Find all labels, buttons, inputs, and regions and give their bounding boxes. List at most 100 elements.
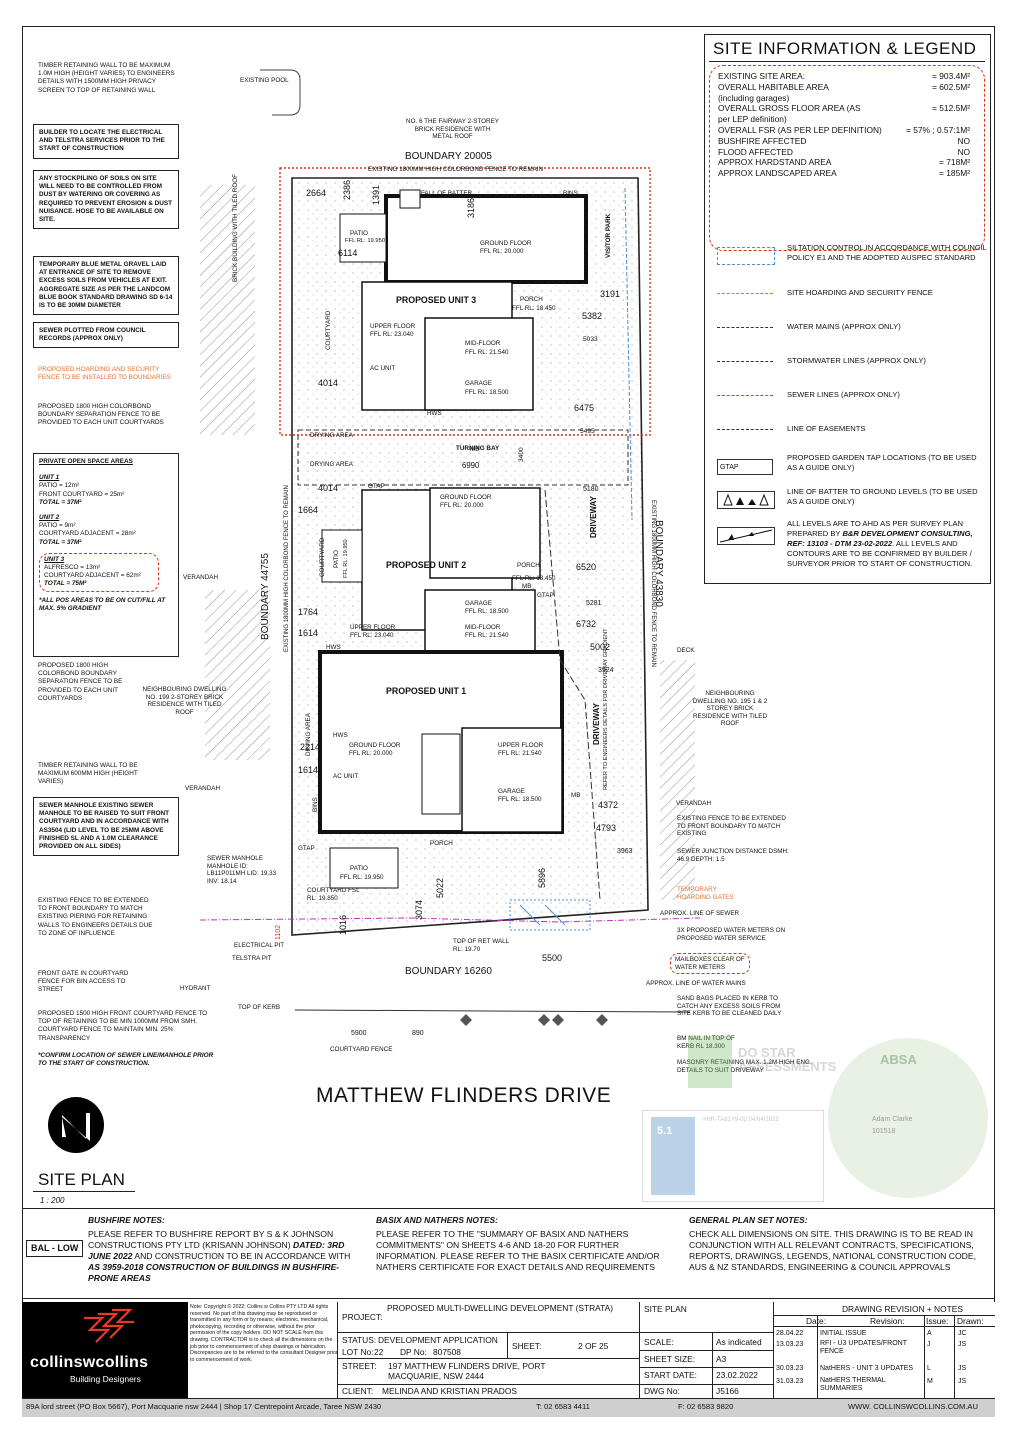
dim-5382: 5382 <box>582 311 603 321</box>
dim-2664: 2664 <box>306 188 327 198</box>
unit2-pos-courtyard: COURTYARD ADJACENT = 28m² <box>39 530 136 538</box>
batter-symbol <box>717 491 775 509</box>
revision-divider-1 <box>817 1315 818 1398</box>
dwg-value: J5166 <box>716 1386 739 1396</box>
garden-tap-icon: GTAP <box>717 459 773 475</box>
sewer-line <box>199 917 700 923</box>
unit2-mid-floor-ffl: FFL RL: 21.540 <box>465 632 509 639</box>
info-value: NO <box>957 135 970 146</box>
revision-2-date: 13.03.23 <box>776 1341 804 1348</box>
courtyard-fence-label: COURTYARD FENCE <box>330 1046 393 1053</box>
bushfire-text-b: DATED: 3rd JUNE 2022 <box>88 1240 345 1261</box>
info-value: = 903.4m² <box>932 71 970 81</box>
nathers-certificate-stamp: 5.1 #HR-TA81Y9-02 04/04/2023 <box>642 1110 824 1202</box>
sewer-junction-label: SEWER JUNCTION DISTANCE DSMH: 46.9 DEPTH… <box>677 848 789 863</box>
boundary-left-label: BOUNDARY 44755 <box>260 553 271 640</box>
title-block-top-rule <box>22 1298 995 1299</box>
nathers-rating: 5.1 <box>657 1125 673 1137</box>
levels-symbol <box>717 527 775 545</box>
legend-water-mains: WATER MAINS (APPROX ONLY) <box>787 322 901 331</box>
footer-fax: F: 02 6583 9820 <box>678 1402 734 1411</box>
no6-fairway-label: NO. 6 THE FAIRWAY 2-STOREY BRICK RESIDEN… <box>406 118 499 141</box>
dim-5180: 5180 <box>583 486 599 493</box>
unit3-ground-floor-label: GROUND FLOOR <box>480 240 532 247</box>
levels-note-a: ALL LEVELS ARE TO AHD AS PER SURVEY PLAN… <box>787 519 964 538</box>
unit1-pos-title: UNIT 1 <box>39 474 60 482</box>
site-plan-scale: 1 : 200 <box>40 1196 65 1205</box>
bushfire-text-c: AND CONSTRUCTION TO BE IN ACCORDANCE WIT… <box>132 1251 351 1261</box>
unit2-patio-ffl: FFL RL: 19.950 <box>343 539 349 578</box>
general-notes-title: GENERAL PLAN SET NOTES: <box>689 1215 808 1225</box>
unit1-patio-label: PATIO <box>350 865 368 872</box>
info-label: OVERALL FSR (as per LEP definition) <box>718 124 882 135</box>
revision-2-text: RFI - U3 UPDATES/FRONT FENCE <box>820 1340 907 1355</box>
dim-890: 890 <box>412 1030 424 1037</box>
dim-3924: 3924 <box>598 667 614 674</box>
sewer-symbol <box>717 395 773 396</box>
unit3-patio <box>339 213 387 263</box>
fence-extend-right-label: EXISTING FENCE TO BE EXTENDED TO FRONT B… <box>677 815 786 838</box>
bushfire-notes-title: BUSHFIRE NOTES: <box>88 1215 165 1225</box>
company-logo-icon <box>84 1308 134 1343</box>
revision-3-text: NatHERS - UNIT 3 UPDATES <box>820 1365 914 1372</box>
company-logo-panel: collinswcollins Building Designers <box>22 1302 188 1398</box>
water-meters <box>509 899 591 931</box>
existing-pool-label: EXISTING POOL <box>240 77 289 84</box>
unit3-pos-highlight: UNIT 3 ALFRESCO = 13m² COURTYARD ADJACEN… <box>39 552 159 592</box>
dim-1016: 1016 <box>338 914 348 935</box>
kerb-line <box>294 1009 691 1013</box>
info-label: BUSHFIRE AFFECTED <box>718 135 807 146</box>
bal-badge: BAL - LOW <box>26 1240 84 1257</box>
note-electrical: BUILDER TO LOCATE THE ELECTRICAL AND TEL… <box>33 124 179 159</box>
unit3-upper-floor-label: UPPER FLOOR <box>370 323 416 330</box>
client-value: MELINDA AND KRISTIAN PRADOS <box>382 1386 517 1396</box>
unit2-pos-total: TOTAL = 37m² <box>39 538 82 546</box>
revision-3-drawn: JS <box>958 1365 967 1372</box>
unit3-garage <box>424 317 534 411</box>
sewer-manhole-label: SEWER MANHOLE MANHOLE ID: LB11P011MH LID… <box>207 855 277 885</box>
dim-5033: 5033 <box>583 336 598 343</box>
dim-5002: 5002 <box>590 642 611 652</box>
company-name: collinswcollins <box>30 1354 149 1371</box>
revision-header-rule <box>773 1315 995 1316</box>
unit2-upper-floor-ffl: FFL RL: 23.040 <box>350 632 394 639</box>
hydrant-label: HYDRANT <box>180 985 211 992</box>
project-rule <box>337 1332 639 1333</box>
drying-area-unit3-label: DRYING AREA <box>310 432 353 439</box>
size-rule <box>639 1350 799 1351</box>
note-front-fence: PROPOSED 1500 HIGH FRONT COURTYARD FENCE… <box>38 1010 208 1042</box>
revision-col-date: Date: <box>806 1316 827 1326</box>
sheet-divider <box>507 1332 508 1358</box>
hoarding-symbol <box>717 293 773 294</box>
unit1-garage-label: GARAGE <box>498 788 525 795</box>
unit1-stair <box>421 733 461 815</box>
unit3-porch-ffl: FFL RL: 18.450 <box>512 305 556 312</box>
info-value: = 718m² <box>939 157 970 168</box>
street-value: 197 MATTHEW FLINDERS DRIVE, PORT MACQUAR… <box>388 1361 546 1381</box>
pos-areas-box: PRIVATE OPEN SPACE AREAS UNIT 1 PATIO = … <box>33 453 179 657</box>
site-information-legend: SITE INFORMATION & LEGEND EXISTING SITE … <box>704 34 991 584</box>
dim-3074: 3074 <box>414 899 424 920</box>
unit1-ac-unit-label: AC UNIT <box>333 773 359 780</box>
legend-garden-tap: PROPOSED GARDEN TAP LOCATIONS (TO BE USE… <box>787 453 977 472</box>
revision-4-text: NatHERS THERMAL SUMMARIES <box>820 1377 886 1392</box>
revision-1-drawn: JC <box>958 1330 967 1337</box>
footer-website[interactable]: WWW. COLLINSWCOLLINS.COM.AU <box>848 1402 978 1411</box>
deck-label: DECK <box>677 647 695 654</box>
sheet-size-label: SHEET SIZE: <box>644 1354 696 1364</box>
neighbour-199-hatch <box>205 590 270 760</box>
unit3-upper-floor-ffl: FFL RL: 23.040 <box>370 331 414 338</box>
dim-4014-bottom: 4014 <box>318 483 339 493</box>
scale-label: SCALE: <box>644 1337 674 1347</box>
basix-notes-text: PLEASE REFER TO THE "SUMMARY OF BASIX AN… <box>376 1229 660 1272</box>
legend-hoarding: SITE HOARDING AND SECURITY FENCE <box>787 288 933 297</box>
info-row-habitable-note: (including garages) <box>718 93 970 104</box>
dim-1391: 1391 <box>371 184 381 205</box>
fence-right-label: EXISTING 1800mm HIGH COLORBOND FENCE TO … <box>650 500 656 667</box>
legend-easements: LINE OF EASEMENTS <box>787 424 866 433</box>
unit1-mb-label: MB <box>571 792 581 799</box>
unit3-label: PROPOSED UNIT 3 <box>396 295 477 305</box>
absa-assessor-name: Adam Clarke <box>872 1116 913 1123</box>
approx-sewer-label: APPROX. LINE OF SEWER <box>660 910 740 917</box>
absa-assessor-number: 101518 <box>872 1128 896 1135</box>
